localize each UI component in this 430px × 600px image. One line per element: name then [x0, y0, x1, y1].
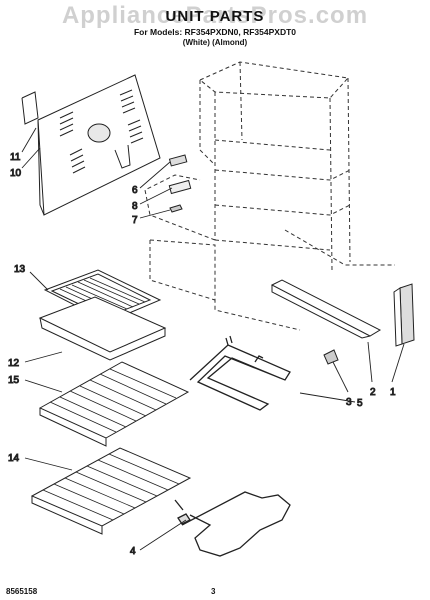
callout-10: 10 [10, 168, 22, 179]
callout-6: 6 [132, 185, 138, 196]
diagram-title: UNIT PARTS [165, 8, 265, 25]
oven-rack-part-15 [38, 361, 190, 447]
oven-rack-part-14 [30, 447, 192, 535]
bracket-part-8 [168, 179, 192, 195]
callout-1: 1 [390, 387, 396, 398]
end-cap-part-1 [393, 283, 415, 347]
callout-3: 3 [346, 397, 352, 408]
vent-trim-part-2 [270, 279, 382, 339]
screw-part-7 [169, 204, 183, 213]
callout-14: 14 [8, 453, 20, 464]
color-line: (White) (Almond) [182, 38, 248, 47]
callout-13: 13 [14, 264, 26, 275]
bake-element-part-4 [174, 491, 291, 557]
oven-cavity-outline [144, 61, 395, 331]
callout-11: 11 [10, 152, 21, 163]
watermark: AppliancePartsPros.com [61, 2, 369, 29]
broiler-pan-part-12 [38, 296, 167, 361]
callout-12: 12 [8, 358, 20, 369]
broil-element-part-5 [189, 335, 291, 411]
leader-lines [21, 127, 405, 551]
terminal-block-part-6 [168, 154, 188, 167]
rear-panel [21, 74, 161, 216]
callout-5: 5 [357, 398, 363, 409]
callout-4: 4 [130, 546, 136, 557]
spacer-part-3 [323, 349, 339, 365]
callout-7: 7 [132, 215, 138, 226]
page-number: 3 [211, 587, 216, 596]
callout-8: 8 [132, 201, 138, 212]
callout-15: 15 [8, 375, 20, 386]
model-line: For Models: RF354PXDN0, RF354PXDT0 [133, 27, 296, 37]
drawing-code: 8565158 [6, 587, 38, 596]
callout-2: 2 [370, 387, 376, 398]
